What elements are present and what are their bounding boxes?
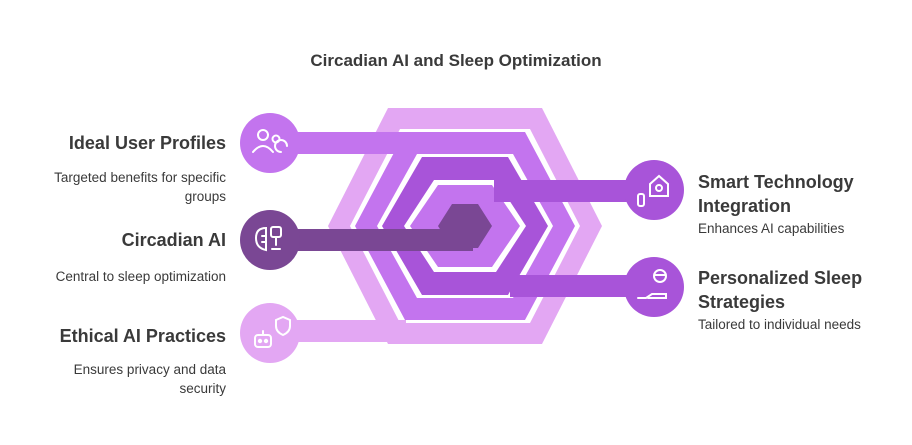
connector-ethical-ai <box>268 320 406 342</box>
label-ethical-ai: Ethical AI Practices <box>59 326 226 346</box>
desc-circadian-ai: Central to sleep optimization <box>55 269 226 284</box>
label-circadian-ai: Circadian AI <box>121 230 226 250</box>
users-refresh-icon <box>252 129 288 153</box>
label-ideal-user-profiles: Ideal User Profiles <box>68 133 226 153</box>
smart-home-remote-icon <box>637 174 669 207</box>
person-hand-icon <box>637 269 667 299</box>
diagram-title: Circadian AI and Sleep Optimization <box>310 51 602 70</box>
circle-personalized-sleep <box>624 257 684 317</box>
robot-shield-icon <box>254 315 291 348</box>
circle-smart-tech <box>624 160 684 220</box>
circle-ideal-user-profiles <box>240 113 300 173</box>
label-smart-tech: Smart Technology Integration <box>698 172 854 216</box>
connector-circadian-ai <box>268 229 473 251</box>
desc-smart-tech: Enhances AI capabilities <box>698 221 845 236</box>
desc-ethical-ai: Ensures privacy and data security <box>73 362 226 396</box>
circle-circadian-ai <box>240 210 300 270</box>
label-personalized-sleep: Personalized Sleep Strategies <box>698 268 863 312</box>
connector-ideal-user-profiles <box>268 132 408 154</box>
connector-smart-tech <box>494 180 654 202</box>
desc-personalized-sleep: Tailored to individual needs <box>698 317 861 332</box>
brain-robot-icon <box>254 226 282 252</box>
circle-ethical-ai <box>240 303 300 363</box>
connector-personalized-sleep <box>510 275 654 297</box>
desc-ideal-user-profiles: Targeted benefits for specific groups <box>54 170 226 204</box>
